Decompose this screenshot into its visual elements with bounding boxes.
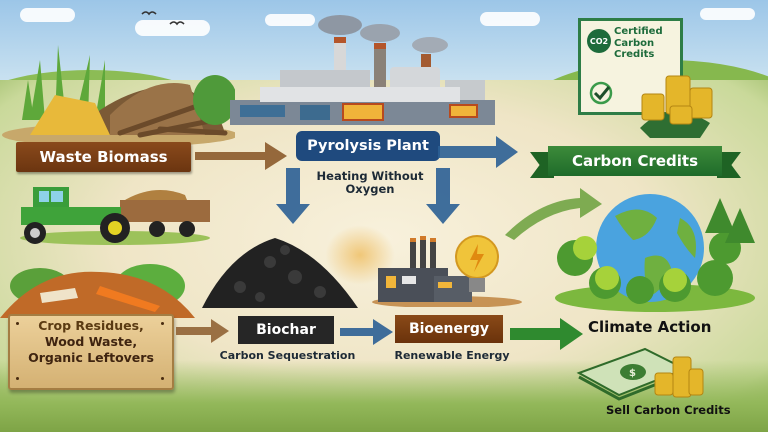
carbon-credits-label: Carbon Credits [548,146,722,176]
arrow-pyrolysis-to-credits [438,136,518,168]
waste-biomass-label: Waste Biomass [16,142,191,172]
cloud [135,20,210,36]
cloud [480,12,540,26]
biomass-pile-icon [2,45,235,145]
biomass-sources-sign [8,314,174,390]
bird-icon [141,11,185,26]
arrow-biochar-to-bioenergy [340,319,393,345]
cloud [265,14,315,26]
pyrolysis-subtitle: Heating Without Oxygen [310,169,430,197]
nail [16,322,19,325]
certificate-text: Certified Carbon Credits [614,26,663,61]
co2-badge: CO2 [587,29,611,53]
bioenergy-label: Bioenergy [395,315,503,343]
certificate-line3: Credits [614,49,655,60]
arrow-to-globe [505,188,602,240]
pyrolysis-subtitle-line1: Heating Without [316,169,424,183]
cloud [700,8,755,20]
arrow-waste-to-pyrolysis [195,142,287,170]
biochar-pile-icon [202,238,358,308]
arrow-pyrolysis-to-biochar [276,168,310,224]
sources-line3: Organic Leftovers [28,350,154,365]
power-plant-icon [372,236,522,307]
nail [161,322,164,325]
organic-waste-icon [0,264,195,318]
sources-line2: Wood Waste, [44,334,138,349]
nail [16,377,19,380]
pyrolysis-plant-label: Pyrolysis Plant [296,131,440,161]
coins-icon [640,75,713,138]
climate-action-label: Climate Action [588,318,712,336]
checkmark-icon [589,81,613,105]
nail [161,377,164,380]
sell-carbon-credits-label: Sell Carbon Credits [606,403,731,417]
biochar-subtitle: Carbon Sequestration [219,349,356,362]
pyrolysis-subtitle-line2: Oxygen [345,182,395,197]
globe-icon [555,194,755,312]
certificate-line1: Certified [614,26,663,37]
cloud [20,8,75,22]
factory-icon [230,15,495,125]
svg-text:$: $ [629,368,636,379]
tractor-icon [20,187,210,245]
arrow-pyrolysis-to-bioenergy [426,168,460,224]
bioenergy-subtitle: Renewable Energy [394,349,510,362]
certificate-icon: CO2 Certified Carbon Credits [578,18,683,115]
arrow-bioenergy-to-climate [510,318,583,350]
arrow-sources-to-biochar [176,319,229,343]
sources-text: Crop Residues, Wood Waste, Organic Lefto… [8,318,174,366]
sources-line1: Crop Residues, [38,318,144,333]
biochar-label: Biochar [238,316,334,344]
money-icon: $ [576,347,704,401]
light-bulb-icon [455,235,499,292]
certificate-line2: Carbon [614,37,655,49]
